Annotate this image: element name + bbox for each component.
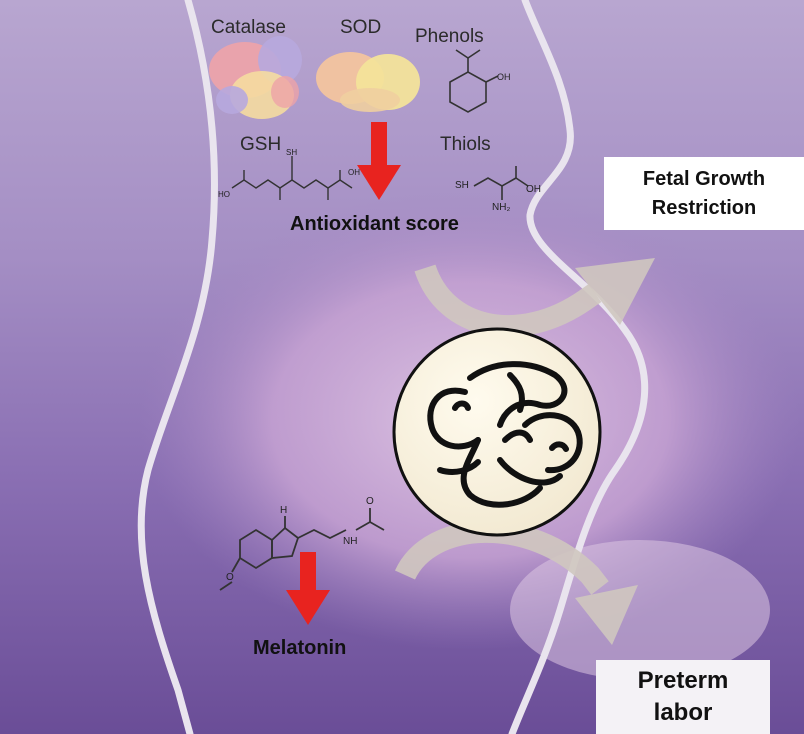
- sod-label: SOD: [340, 17, 382, 38]
- catalase-protein-icon: [209, 36, 302, 119]
- gsh-structure-icon: [231, 156, 353, 200]
- red-down-arrow-icon-top: [357, 122, 401, 200]
- gsh-label: GSH: [240, 134, 282, 155]
- silhouette-left: [137, 0, 218, 734]
- melatonin-methoxy-o-atom: O: [226, 572, 234, 583]
- gsh-oh-atom: OH: [348, 168, 360, 177]
- sod-protein-icon: [316, 52, 420, 112]
- melatonin-h-atom: H: [280, 505, 288, 516]
- curved-arrow-up-head: [575, 258, 655, 325]
- thiol-nh2-atom: NH₂: [492, 202, 511, 213]
- melatonin-o-atom: O: [366, 496, 374, 507]
- red-down-arrow-icon-bottom: [286, 552, 330, 625]
- melatonin-nh-atom: NH: [343, 536, 358, 547]
- phenols-structure-icon: [449, 49, 499, 113]
- curved-arrow-up-icon: [414, 264, 602, 338]
- twin-fetus-icon: [427, 361, 583, 508]
- catalase-label: Catalase: [211, 17, 286, 38]
- fgr-line-2: Restriction: [651, 196, 757, 219]
- gsh-ho-atom: HO: [218, 190, 230, 199]
- antioxidant-score-label: Antioxidant score: [290, 213, 459, 235]
- thiols-structure-icon: [473, 166, 529, 200]
- curved-arrow-down-head: [575, 585, 638, 645]
- fetal-growth-restriction-box: Fetal Growth Restriction: [604, 157, 804, 230]
- melatonin-structure-icon: [219, 508, 385, 591]
- hand-glow: [510, 540, 770, 680]
- gsh-sh-atom: SH: [286, 148, 298, 157]
- phenols-label: Phenols: [415, 26, 484, 47]
- thiol-sh-atom: SH: [455, 180, 469, 191]
- phenol-oh-atom: OH: [497, 72, 511, 82]
- thiols-label: Thiols: [440, 134, 491, 155]
- preterm-labor-box: Preterm labor: [596, 660, 770, 734]
- fgr-line-1: Fetal Growth: [642, 167, 766, 190]
- melatonin-label: Melatonin: [253, 637, 347, 659]
- preterm-line-1: Preterm: [637, 667, 729, 694]
- thiol-oh-atom: OH: [526, 184, 541, 195]
- silhouette-right: [508, 0, 649, 734]
- preterm-line-2: labor: [653, 699, 713, 726]
